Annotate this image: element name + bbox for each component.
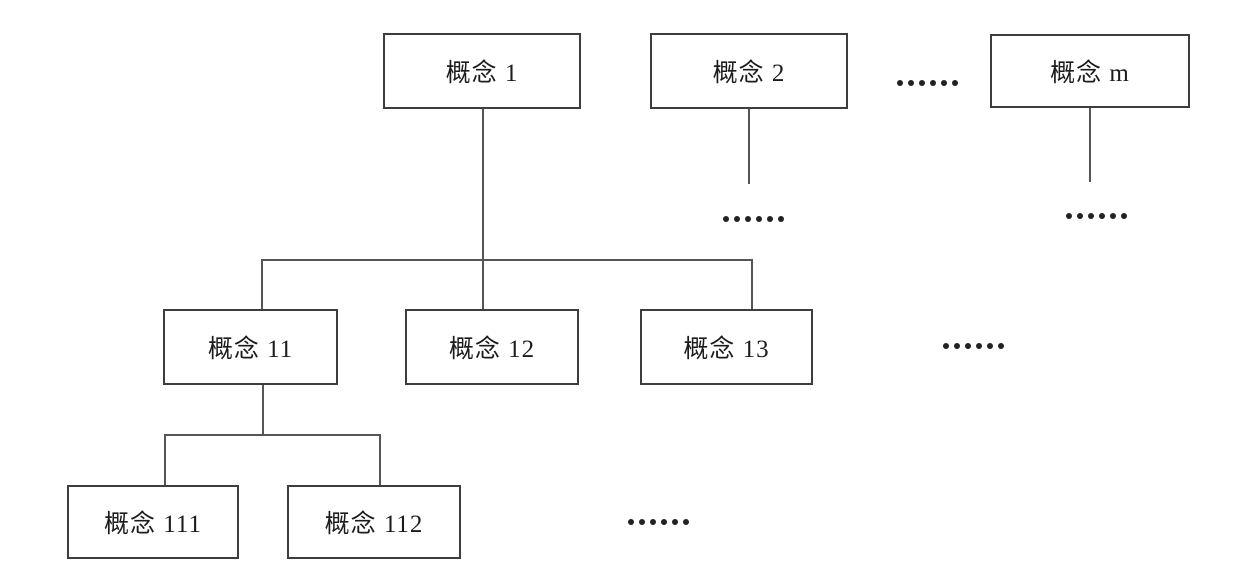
ellipsis-dot <box>734 216 740 222</box>
ellipsis-dot <box>683 519 689 525</box>
ellipsis-dot <box>930 80 936 86</box>
ellipsis-dot <box>943 343 949 349</box>
node-concept-12: 概念 12 <box>405 309 579 385</box>
ellipsis-dot <box>998 343 1004 349</box>
node-concept-1: 概念 1 <box>383 33 581 109</box>
node-concept-11: 概念 11 <box>163 309 338 385</box>
ellipsis-subtree-concept-2 <box>723 216 784 222</box>
ellipsis-dot <box>952 80 958 86</box>
connector-stub-c2 <box>748 108 750 184</box>
connector-level2-rail <box>261 259 753 261</box>
connector-c11-to-children <box>262 384 264 436</box>
ellipsis-dot <box>897 80 903 86</box>
connector-c1-to-children <box>482 108 484 310</box>
ellipsis-dot <box>723 216 729 222</box>
ellipsis-dot <box>941 80 947 86</box>
ellipsis-dot <box>1088 213 1094 219</box>
ellipsis-dot <box>908 80 914 86</box>
node-concept-13: 概念 13 <box>640 309 813 385</box>
ellipsis-dot <box>767 216 773 222</box>
ellipsis-dot <box>1110 213 1116 219</box>
ellipsis-dot <box>628 519 634 525</box>
ellipsis-more-level1-siblings <box>897 80 958 86</box>
connector-drop-c13 <box>751 259 753 310</box>
ellipsis-dot <box>778 216 784 222</box>
ellipsis-dot <box>672 519 678 525</box>
ellipsis-more-level2-siblings <box>943 343 1004 349</box>
ellipsis-dot <box>745 216 751 222</box>
ellipsis-dot <box>954 343 960 349</box>
ellipsis-dot <box>639 519 645 525</box>
ellipsis-dot <box>756 216 762 222</box>
ellipsis-subtree-concept-m <box>1066 213 1127 219</box>
node-concept-2: 概念 2 <box>650 33 848 109</box>
connector-drop-c112 <box>379 434 381 486</box>
ellipsis-dot <box>965 343 971 349</box>
ellipsis-dot <box>1066 213 1072 219</box>
node-concept-111: 概念 111 <box>67 485 239 559</box>
ellipsis-dot <box>1077 213 1083 219</box>
ellipsis-dot <box>919 80 925 86</box>
connector-drop-c11 <box>261 259 263 310</box>
ellipsis-dot <box>987 343 993 349</box>
connector-stub-cm <box>1089 107 1091 182</box>
ellipsis-dot <box>650 519 656 525</box>
ellipsis-more-level3-siblings <box>628 519 689 525</box>
ellipsis-dot <box>976 343 982 349</box>
ellipsis-dot <box>1099 213 1105 219</box>
node-concept-112: 概念 112 <box>287 485 461 559</box>
ellipsis-dot <box>661 519 667 525</box>
ellipsis-dot <box>1121 213 1127 219</box>
connector-level3-rail <box>164 434 381 436</box>
node-concept-m: 概念 m <box>990 34 1190 108</box>
connector-drop-c111 <box>164 434 166 486</box>
